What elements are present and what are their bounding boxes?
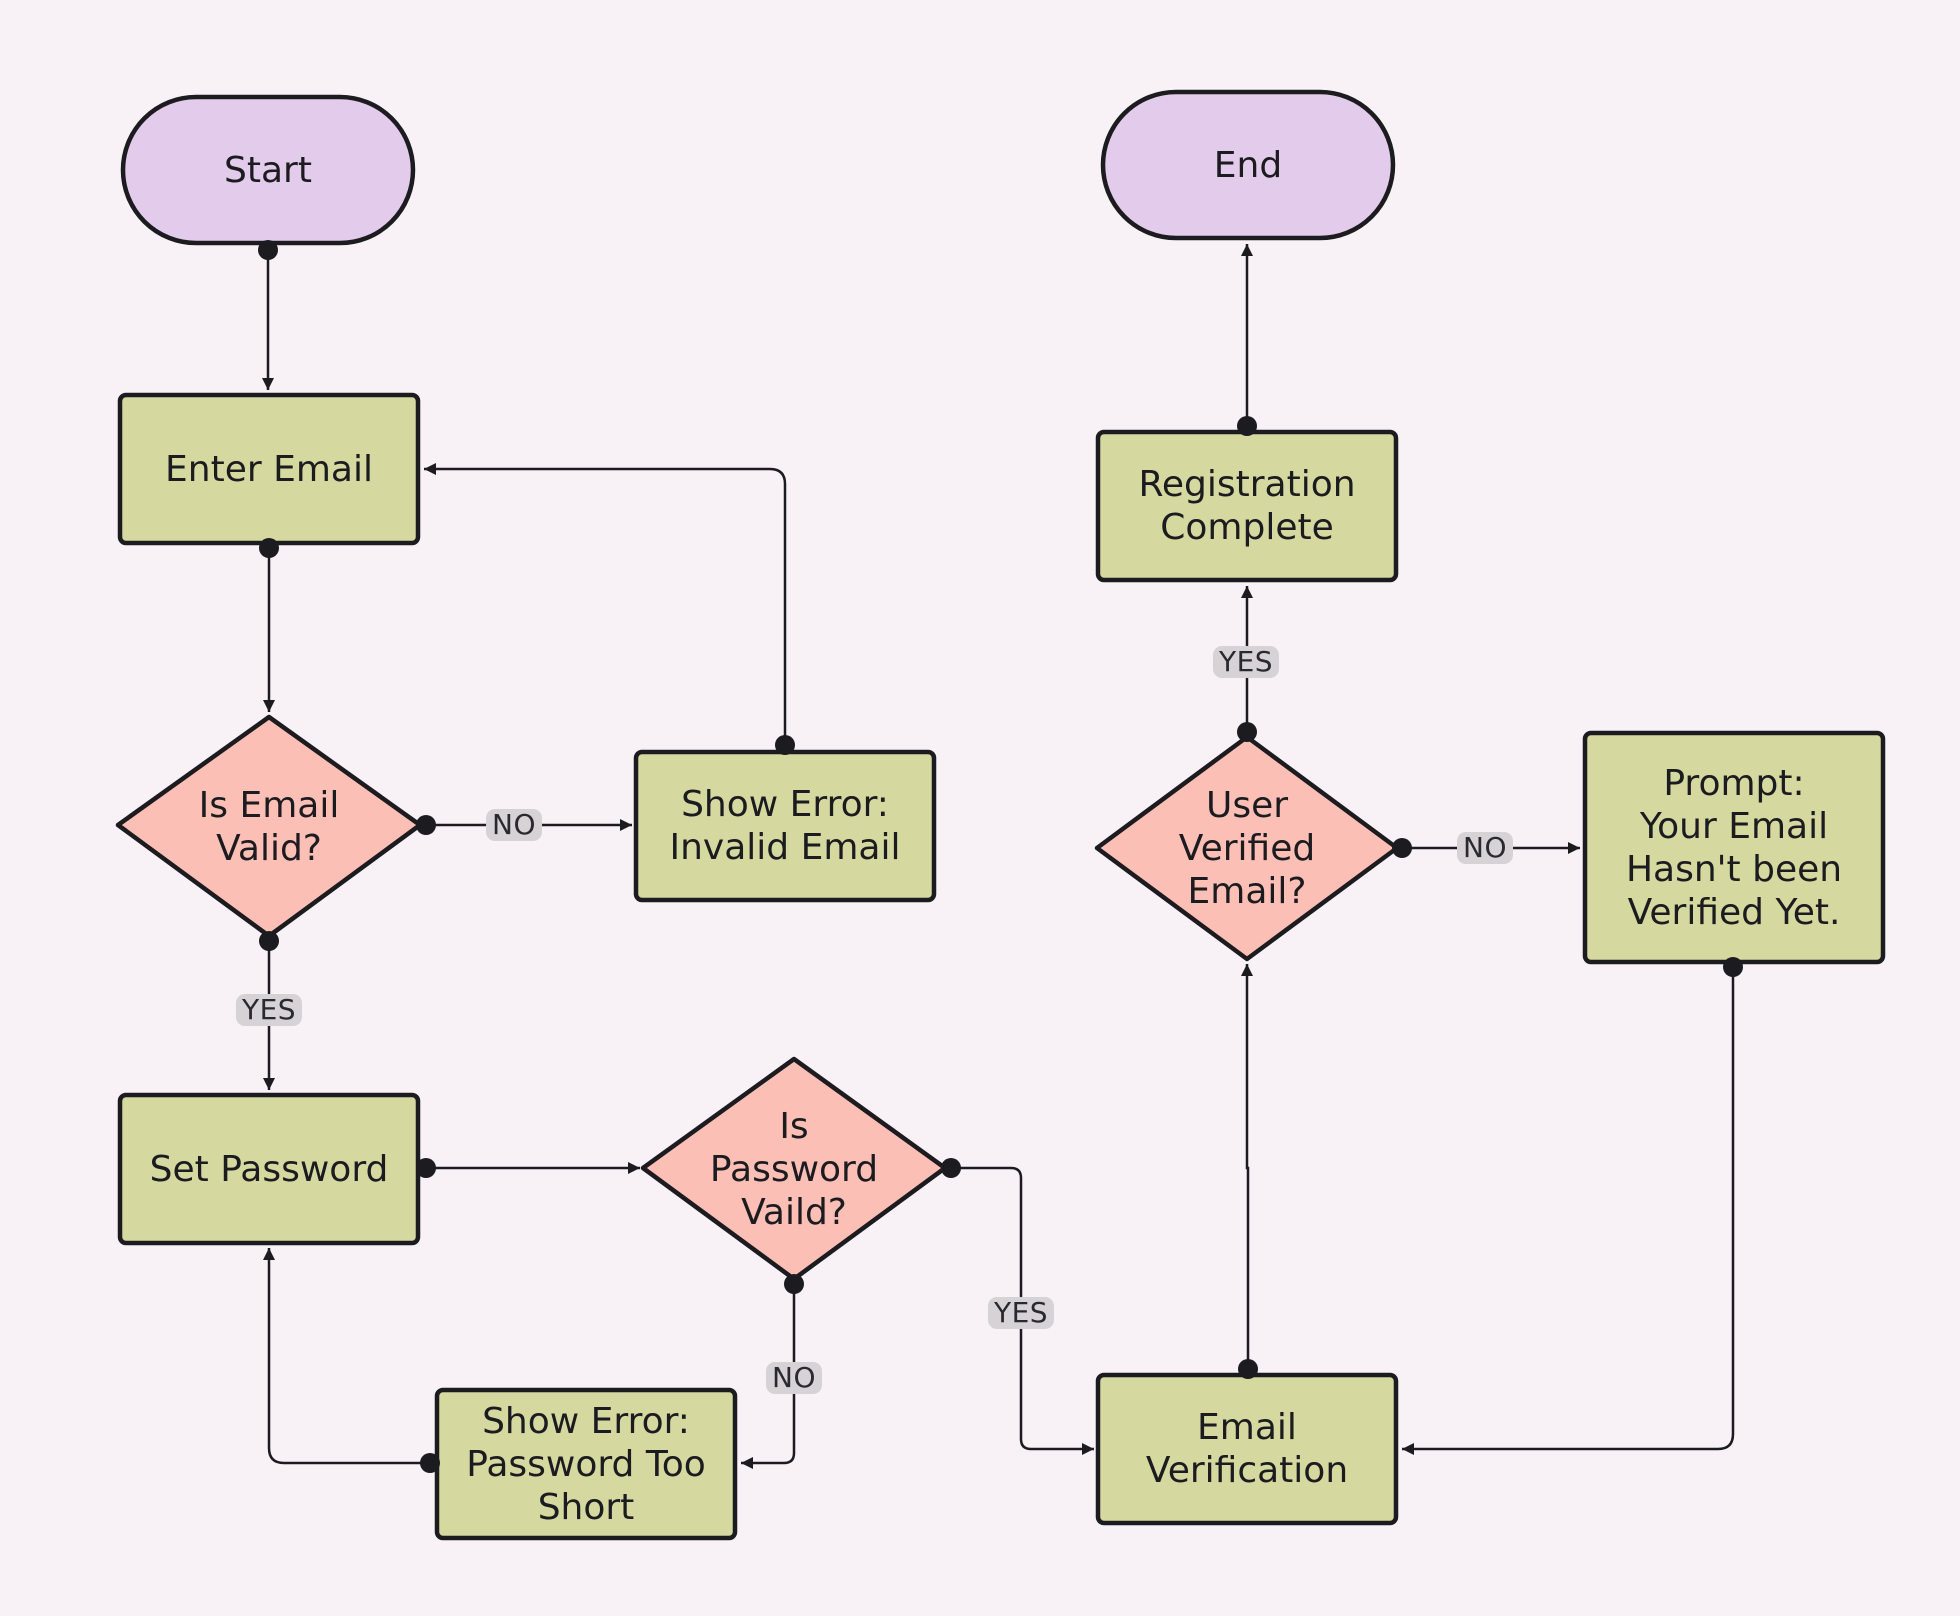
connection-dot	[1392, 838, 1412, 858]
connection-dot	[784, 1274, 804, 1294]
edge-label-password-yes: YES	[987, 1297, 1055, 1329]
show-error-password-box	[434, 1387, 738, 1541]
set-password-box	[117, 1092, 421, 1246]
edge-label-password-no: NO	[766, 1362, 822, 1394]
email-verification-box	[1095, 1372, 1399, 1526]
connector-show-error-to-set-password	[263, 1248, 430, 1465]
enter-email-box	[117, 392, 421, 546]
connector-show-error-to-enter-email	[424, 463, 787, 745]
connector-is-password-valid-no	[741, 1284, 796, 1469]
user-verified-diamond	[1094, 734, 1400, 962]
edge-label-email-yes: YES	[235, 994, 303, 1026]
registration-complete-box	[1095, 429, 1399, 583]
edge-label-verified-no: NO	[1457, 832, 1513, 864]
connection-dot	[259, 931, 279, 951]
is-password-valid-diamond	[640, 1056, 948, 1282]
connection-dot	[258, 240, 278, 260]
start-terminal	[120, 94, 416, 246]
connection-dot	[416, 815, 436, 835]
connection-dot	[1237, 722, 1257, 742]
connection-dot	[259, 538, 279, 558]
connection-dot	[420, 1453, 440, 1473]
connection-dot	[416, 1158, 436, 1178]
connector-email-verification-to-user-verified	[1241, 964, 1253, 1369]
connection-dot	[941, 1158, 961, 1178]
connection-dot	[1237, 416, 1257, 436]
prompt-not-verified-box	[1582, 730, 1886, 965]
show-error-email-box	[633, 749, 937, 903]
end-terminal	[1100, 89, 1396, 241]
connection-dot	[775, 735, 795, 755]
is-email-valid-diamond	[115, 714, 423, 939]
edge-label-email-no: NO	[486, 809, 542, 841]
connection-dot	[1723, 957, 1743, 977]
edge-label-verified-yes: YES	[1212, 646, 1280, 678]
connection-dot	[1238, 1359, 1258, 1379]
connector-prompt-to-email-verification	[1402, 967, 1735, 1455]
